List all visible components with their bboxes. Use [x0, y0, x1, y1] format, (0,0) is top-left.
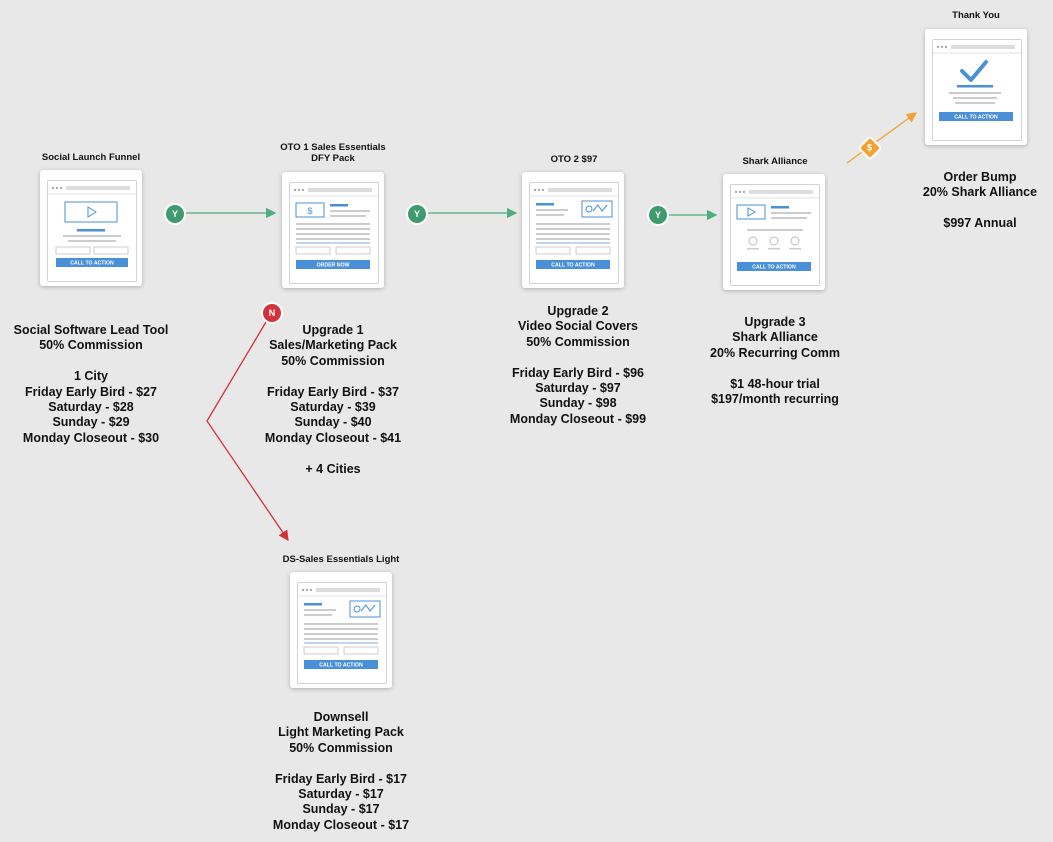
node-title: Thank You: [952, 10, 1000, 21]
desc-line: Saturday - $17: [298, 787, 384, 802]
desc-line: 50% Commission: [289, 740, 393, 755]
desc-line: Sunday - $17: [302, 802, 380, 817]
desc-line: Friday Early Bird - $96: [511, 365, 644, 380]
desc-line: Friday Early Bird - $37: [266, 384, 399, 399]
bump-arrow: [846, 112, 918, 164]
title-line: DFY Pack: [311, 153, 355, 164]
node-description: Social Software Lead Tool 50% Commission…: [0, 323, 211, 446]
membership-page-wireframe: CALL TO ACTION: [731, 190, 819, 271]
node-title: OTO 2 $97: [550, 154, 598, 165]
funnel-page-card[interactable]: CALL TO ACTION: [925, 29, 1027, 145]
node-description: Upgrade 1 Sales/Marketing Pack 50% Commi…: [213, 323, 453, 477]
checkmark-icon: [960, 60, 988, 82]
yes-badge[interactable]: Y: [408, 205, 426, 223]
title-line: OTO 1 Sales Essentials: [280, 142, 386, 153]
funnel-page-card[interactable]: $ ORDER NOW: [282, 172, 384, 288]
desc-line: [213, 369, 453, 384]
desc-line: Upgrade 3: [744, 315, 806, 329]
video-page-wireframe: CALL TO ACTION: [48, 186, 136, 267]
desc-line: Saturday - $28: [48, 400, 134, 415]
no-badge[interactable]: N: [263, 304, 281, 322]
desc-line: $197/month recurring: [711, 392, 839, 407]
desc-line: Order Bump: [943, 170, 1017, 184]
desc-line: Monday Closeout - $17: [272, 817, 410, 832]
desc-line: $1 48-hour trial: [730, 376, 820, 391]
thank-you-page-wireframe: CALL TO ACTION: [933, 45, 1021, 121]
cta-button-text: CALL TO ACTION: [70, 261, 114, 267]
desc-line: 50% Commission: [281, 353, 385, 368]
dollar-icon: $: [867, 142, 873, 153]
funnel-page-card[interactable]: CALL TO ACTION: [723, 174, 825, 290]
desc-line: Shark Alliance: [732, 330, 818, 345]
chart-page-wireframe: CALL TO ACTION: [530, 188, 618, 269]
desc-line: [655, 361, 895, 376]
desc-line: 20% Shark Alliance: [922, 185, 1038, 200]
desc-line: Monday Closeout - $41: [264, 430, 402, 445]
desc-line: Sunday - $29: [52, 415, 130, 430]
cta-button-text: CALL TO ACTION: [752, 265, 796, 271]
desc-line: Upgrade 1: [302, 323, 364, 337]
desc-line: Monday Closeout - $99: [509, 411, 647, 426]
yes-badge[interactable]: Y: [166, 205, 184, 223]
node-title: DS-Sales Essentials Light: [282, 554, 400, 565]
desc-line: Saturday - $97: [535, 381, 621, 396]
node-title: OTO 1 Sales Essentials DFY Pack: [223, 142, 443, 164]
desc-line: Monday Closeout - $30: [22, 430, 160, 445]
desc-line: [221, 756, 461, 771]
desc-line: 50% Commission: [39, 338, 143, 353]
desc-line: + 4 Cities: [305, 461, 361, 476]
desc-line: $997 Annual: [943, 216, 1017, 231]
cta-button-text: CALL TO ACTION: [551, 263, 595, 269]
order-button-text: ORDER NOW: [317, 263, 350, 269]
desc-line: [0, 354, 211, 369]
funnel-page-card[interactable]: CALL TO ACTION: [522, 172, 624, 288]
desc-line: Upgrade 2: [547, 304, 609, 318]
node-description: Upgrade 3 Shark Alliance 20% Recurring C…: [655, 315, 895, 407]
desc-line: 20% Recurring Comm: [710, 345, 840, 360]
desc-line: Light Marketing Pack: [278, 725, 404, 740]
desc-line: Friday Early Bird - $17: [274, 771, 407, 786]
sales-page-wireframe: $ ORDER NOW: [290, 188, 378, 269]
desc-line: Saturday - $39: [290, 400, 376, 415]
dollar-icon: $: [307, 206, 312, 216]
node-description: Downsell Light Marketing Pack 50% Commis…: [221, 710, 461, 833]
desc-line: Video Social Covers: [518, 319, 638, 334]
desc-line: 1 City: [73, 369, 109, 384]
desc-line: Downsell: [313, 710, 369, 724]
desc-line: Friday Early Bird - $27: [24, 384, 157, 399]
desc-line: Sales/Marketing Pack: [269, 338, 397, 353]
funnel-page-card[interactable]: CALL TO ACTION: [40, 170, 142, 286]
desc-line: Sunday - $98: [539, 396, 617, 411]
node-description: Upgrade 2 Video Social Covers 50% Commis…: [458, 304, 698, 427]
desc-line: Social Software Lead Tool: [13, 323, 169, 337]
node-title: Social Launch Funnel: [41, 152, 141, 163]
no-arrow: [206, 321, 289, 542]
cta-button-text: CALL TO ACTION: [319, 663, 363, 669]
cta-button-text: CALL TO ACTION: [954, 115, 998, 121]
desc-line: 50% Commission: [526, 334, 630, 349]
desc-line: [213, 446, 453, 461]
yes-badge[interactable]: Y: [649, 206, 667, 224]
desc-line: [860, 201, 1053, 216]
chart-page-wireframe: CALL TO ACTION: [298, 588, 386, 669]
node-title: Shark Alliance: [742, 156, 808, 167]
desc-line: Sunday - $40: [294, 415, 372, 430]
node-description: Order Bump 20% Shark Alliance $997 Annua…: [860, 170, 1053, 232]
funnel-page-card[interactable]: CALL TO ACTION: [290, 572, 392, 688]
